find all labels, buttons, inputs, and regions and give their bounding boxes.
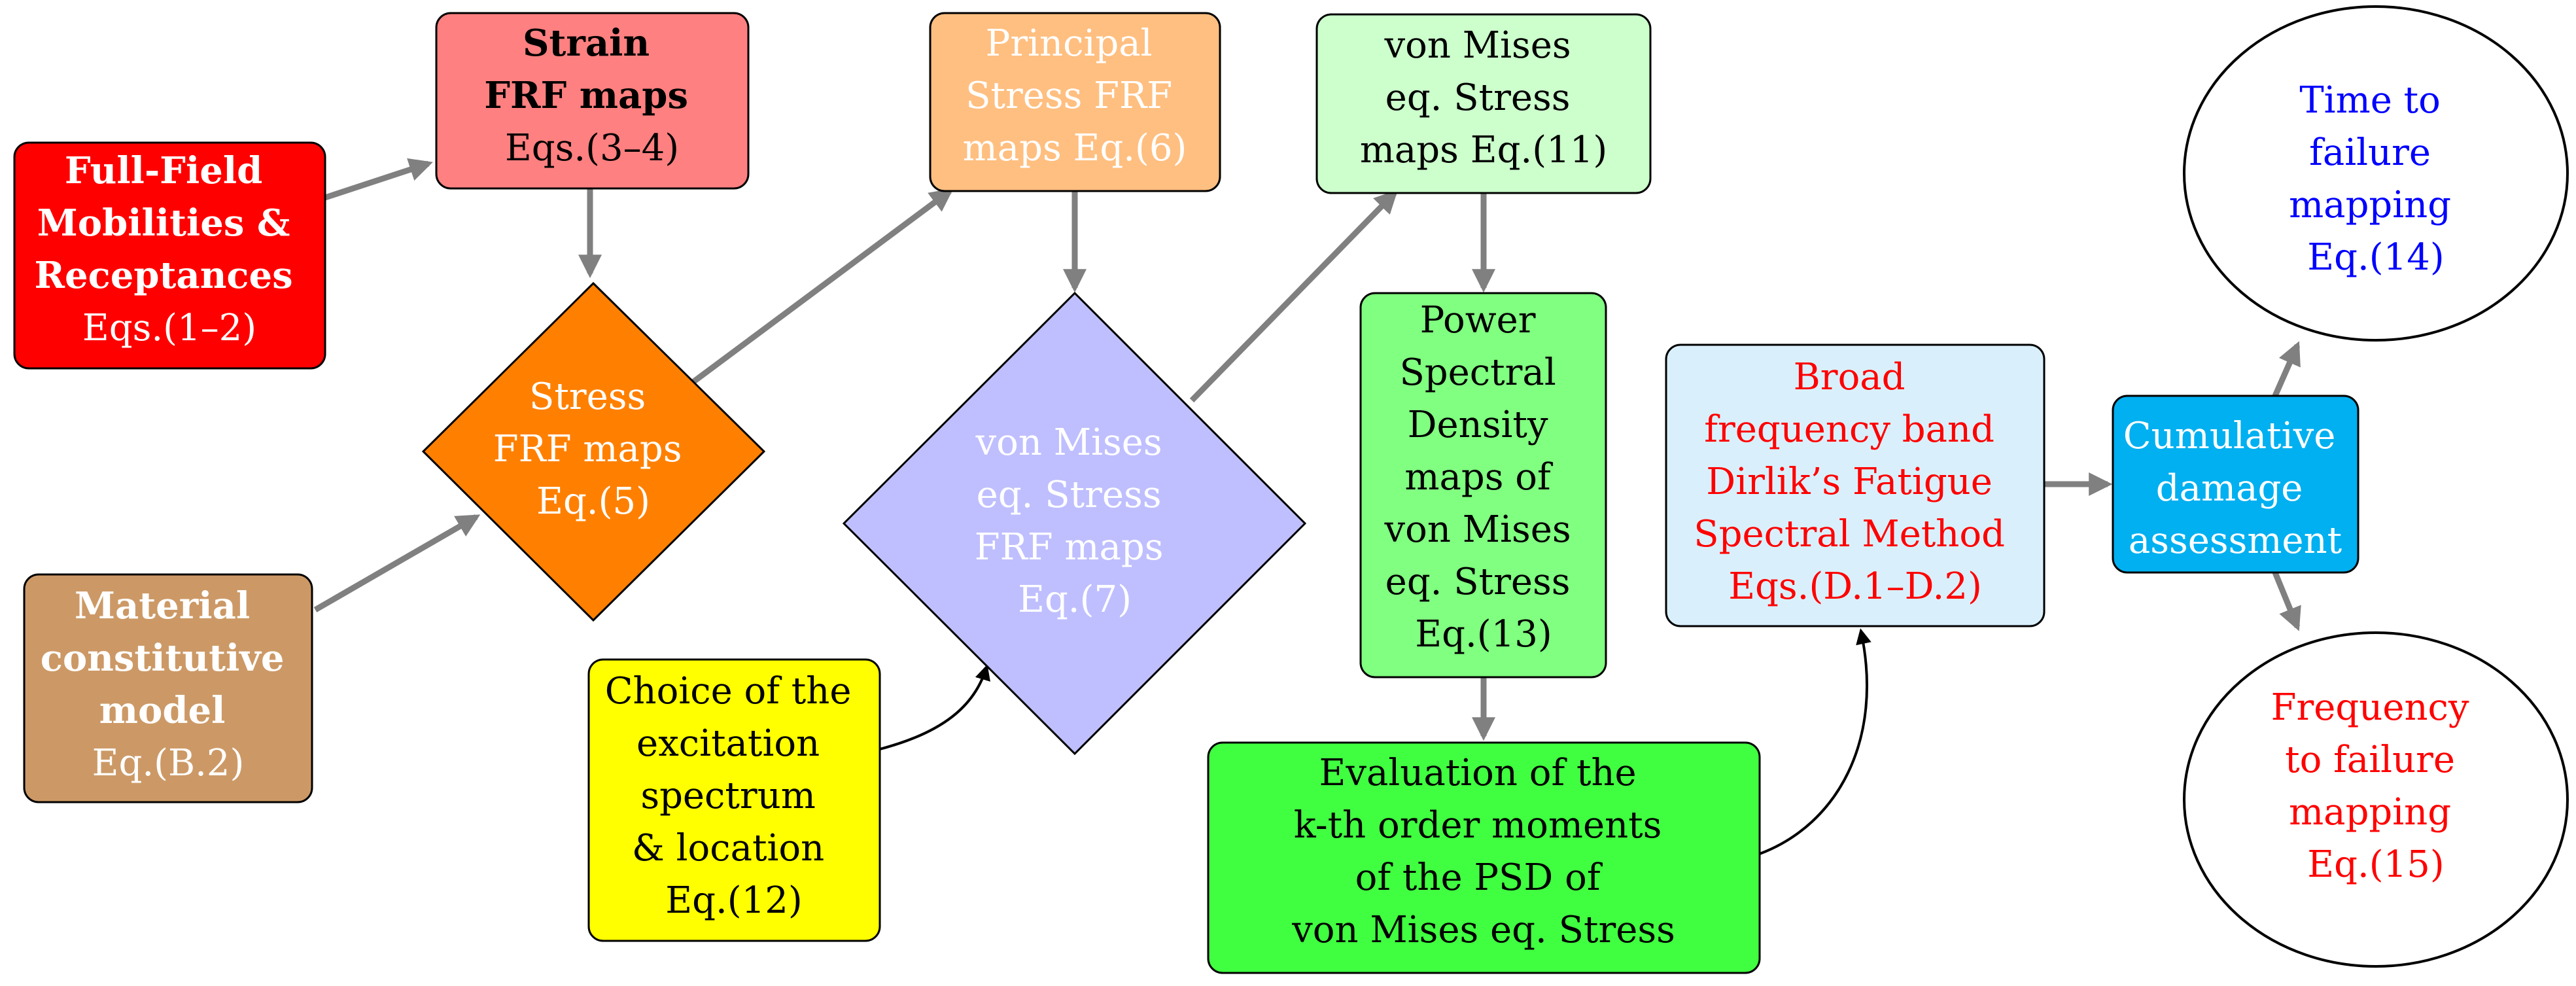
node-fullfield: Full-Field Mobilities & Receptances Eqs.… [13,141,326,370]
curve-moments-to-dirlik [1759,628,1871,855]
dirlik-box [1665,343,2045,627]
arrow-vmfrf-to-vmmaps [1189,189,1399,403]
connectors [313,158,2301,855]
material-label: Material constitutive model Eq.(B.2) [41,584,296,784]
cumulative-box [2112,395,2359,574]
node-material: Material constitutive model Eq.(B.2) [23,573,313,803]
strain-box [435,12,750,190]
curve-choice-to-vmfrf [879,664,990,750]
node-stress: Stress FRF maps Eq.(5) [421,281,766,622]
vmmaps-box [1315,13,1652,194]
dirlik-label: Broad frequency band Dirlik’s Fatigue Sp… [1694,356,2017,608]
choice-box [587,658,881,942]
node-ttf: Time to failure mapping Eq.(14) [2183,5,2569,342]
vmfrf-label: von Mises eq. Stress FRF maps Eq.(7) [975,421,1175,621]
cumulative-label: Cumulative damage assessment [2123,415,2347,562]
fullfield-box [13,141,326,370]
principal-label: Principal Stress FRF maps Eq.(6) [963,22,1187,169]
node-moments: Evaluation of the k-th order moments of … [1207,741,1761,974]
node-ftf: Frequency to failure mapping Eq.(15) [2183,631,2569,968]
stress-diamond [421,281,766,622]
psd-box [1359,292,1607,678]
node-principal: Principal Stress FRF maps Eq.(6) [929,12,1221,192]
choice-label: Choice of the excitation spectrum & loca… [605,670,863,922]
material-box [23,573,313,803]
vmmaps-label: von Mises eq. Stress maps Eq.(11) [1360,24,1607,171]
ttf-label: Time to failure mapping Eq.(14) [2289,79,2463,279]
node-dirlik: Broad frequency band Dirlik’s Fatigue Sp… [1665,343,2045,627]
ftf-ellipse [2183,631,2569,968]
arrow-cumulative-to-ftf [2272,571,2301,631]
stress-label: Stress FRF maps Eq.(5) [493,376,694,523]
strain-label: Strain FRF maps Eqs.(3–4) [484,22,700,169]
node-cumulative: Cumulative damage assessment [2112,395,2359,574]
fullfield-label: Full-Field Mobilities & Receptances Eqs.… [35,149,305,349]
ftf-label: Frequency to failure mapping Eq.(15) [2271,686,2481,886]
moments-label: Evaluation of the k-th order moments of … [1291,752,1675,951]
moments-box [1207,741,1761,974]
arrow-fullfield-to-strain [324,158,433,201]
arrow-stress-to-principal [690,188,954,385]
psd-label: Power Spectral Density maps of von Mises… [1384,299,1583,656]
node-strain: Strain FRF maps Eqs.(3–4) [435,12,750,190]
ttf-ellipse [2183,5,2569,342]
node-vmmaps: von Mises eq. Stress maps Eq.(11) [1315,13,1652,194]
node-vmfrf: von Mises eq. Stress FRF maps Eq.(7) [842,291,1307,756]
node-psd: Power Spectral Density maps of von Mises… [1359,292,1607,678]
arrow-material-to-stress [313,514,481,612]
principal-box [929,12,1221,192]
node-choice: Choice of the excitation spectrum & loca… [587,658,881,942]
vmfrf-diamond [842,291,1307,756]
arrow-cumulative-to-ttf [2272,341,2301,397]
